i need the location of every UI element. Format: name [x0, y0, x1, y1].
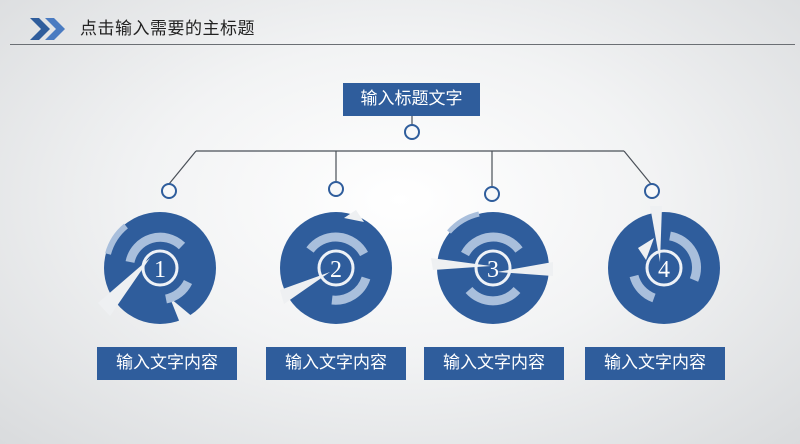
- disc-number-2: 2: [330, 257, 342, 283]
- disc-number-3: 3: [487, 257, 499, 283]
- disc-number-1: 1: [154, 257, 166, 283]
- junction-node-1: [161, 183, 177, 199]
- header-divider: [10, 44, 795, 45]
- content-box-2[interactable]: 输入文字内容: [266, 347, 406, 380]
- disc-icon-2: 2: [280, 210, 392, 324]
- page-title[interactable]: 点击输入需要的主标题: [80, 19, 255, 39]
- header: 点击输入需要的主标题: [0, 0, 800, 46]
- disc-number-4: 4: [658, 257, 670, 283]
- junction-node-4: [644, 183, 660, 199]
- connector-lines: [168, 116, 652, 187]
- content-box-3[interactable]: 输入文字内容: [424, 347, 564, 380]
- disc-icon-3: 3: [431, 211, 553, 324]
- chevron-right-icon: [30, 18, 65, 40]
- disc-icon-4: 4: [608, 206, 720, 324]
- junction-node-2: [328, 181, 344, 197]
- content-box-1[interactable]: 输入文字内容: [97, 347, 237, 380]
- junction-node-3: [484, 186, 500, 202]
- disc-icon-1: 1: [98, 212, 216, 328]
- top-title-box[interactable]: 输入标题文字: [343, 83, 480, 116]
- junction-node-top: [404, 124, 420, 140]
- content-box-4[interactable]: 输入文字内容: [585, 347, 725, 380]
